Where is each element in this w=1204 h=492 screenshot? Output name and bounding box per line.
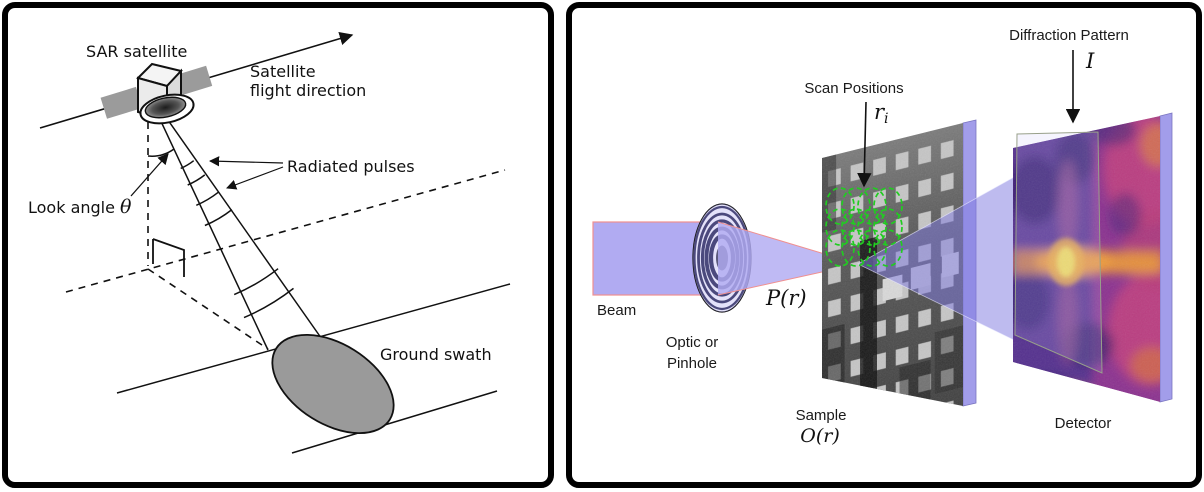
ground-swath-ellipse	[271, 333, 395, 435]
detector-edge	[1159, 112, 1173, 403]
optic-label-line1: Optic or	[666, 334, 719, 351]
beam-label: Beam	[597, 302, 636, 319]
diffraction-pattern-frame	[1014, 131, 1103, 374]
solar-panel-right	[176, 65, 213, 95]
ptychography-panel: Beam Optic or Pinhole P(r) Scan Position…	[566, 2, 1202, 488]
object-function-label: O(r)	[800, 425, 839, 447]
flight-direction-label-line1: Satellite	[250, 62, 316, 81]
sample-label: Sample	[796, 407, 847, 424]
pulse-wavefronts	[180, 160, 294, 319]
detector-noise-texture	[1013, 116, 1160, 402]
scan-positions-label: Scan Positions	[804, 80, 903, 97]
antenna-dish	[144, 96, 187, 119]
nadir-and-ground-track-lines	[65, 122, 506, 350]
look-angle-indicator	[130, 148, 175, 197]
detector-label: Detector	[1055, 415, 1112, 432]
scan-positions-arrow	[857, 101, 872, 188]
optic-label-line2: Pinhole	[667, 355, 717, 372]
radar-beam-cone	[157, 112, 332, 353]
ground-swath-label: Ground swath	[380, 345, 492, 364]
pulse-pointer-arrows	[208, 156, 284, 190]
probe-function-label: P(r)	[765, 286, 807, 310]
flight-direction-label-line2: flight direction	[250, 81, 366, 100]
range-dashed-line	[147, 268, 269, 350]
solar-panel-left	[100, 86, 143, 119]
sar-satellite-label: SAR satellite	[86, 42, 187, 61]
theta-symbol: θ	[120, 196, 132, 218]
radiated-pulses-label: Radiated pulses	[287, 157, 415, 176]
diffraction-pattern-label: Diffraction Pattern	[1009, 27, 1129, 44]
scan-position-circles	[825, 187, 903, 267]
ground-track-dashed-line	[65, 169, 506, 293]
sar-geometry-panel: SAR satellite Satellite flight direction…	[2, 2, 554, 488]
look-angle-label: Look angle θ	[28, 196, 132, 218]
satellite	[100, 62, 213, 125]
sar-geometry-drawing: SAR satellite Satellite flight direction…	[28, 31, 511, 454]
intensity-symbol-label: I	[1085, 49, 1095, 73]
ptychography-drawing: Beam Optic or Pinhole P(r) Scan Position…	[592, 27, 1173, 447]
right-angle-marker	[152, 238, 185, 277]
scan-symbol-label: ri	[874, 100, 889, 127]
